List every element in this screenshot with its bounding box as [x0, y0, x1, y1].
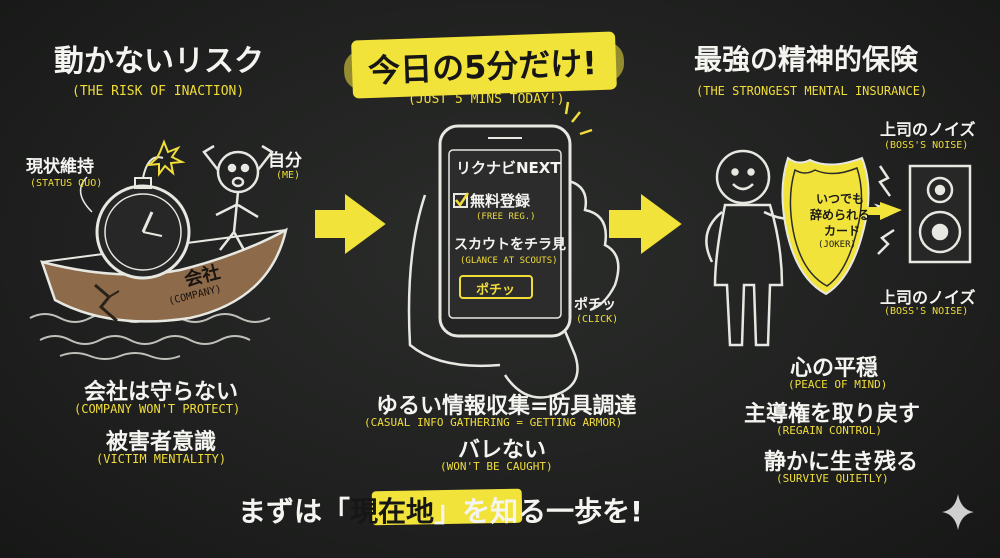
status-quo-label: 現状維持	[26, 157, 94, 177]
free-reg-en: (FREE REG.)	[476, 212, 536, 222]
right-subtitle: (THE STRONGEST MENTAL INSURANCE)	[696, 84, 928, 98]
bottom-part1: まずは	[238, 495, 323, 528]
scouts-label: スカウトをチラ見	[454, 237, 566, 253]
stick-figure-icon	[202, 144, 274, 251]
center-title: 今日の5分だけ!	[367, 44, 598, 90]
boss-noise-top-en: (BOSS'S NOISE)	[884, 140, 969, 151]
sparkle-lines	[564, 101, 593, 136]
arrow-right-icon	[315, 194, 386, 254]
speaker-icon	[908, 164, 972, 264]
left-subtitle: (THE RISK OF INACTION)	[72, 84, 245, 99]
shield-line3: カード	[824, 224, 861, 238]
smartphone-icon	[438, 124, 572, 338]
right-line1: 心の平穏	[790, 356, 879, 381]
bottom-bracket-open: 「	[322, 495, 351, 528]
app-name: リクナビNEXT	[456, 159, 561, 177]
bottom-banner: まずは「現在地」を知る一歩を!	[238, 490, 643, 530]
right-line3-en: (SURVIVE QUIETLY)	[776, 472, 889, 485]
scouts-en: (GLANCE AT SCOUTS)	[460, 256, 558, 266]
right-line2-en: (REGAIN CONTROL)	[776, 424, 882, 437]
click-label: ポチッ	[574, 297, 616, 313]
stick-figure-icon	[705, 149, 800, 347]
boss-noise-bottom: 上司のノイズ	[880, 288, 976, 307]
center-line2: バレない	[458, 438, 547, 463]
free-reg-label: 無料登録	[470, 192, 531, 210]
left-line1: 会社は守らない	[84, 380, 239, 405]
click-en: (CLICK)	[576, 314, 619, 325]
bottom-bracket-close: 」	[434, 495, 463, 528]
shield-en: (JOKER)	[818, 240, 856, 250]
status-quo-en: (STATUS QUO)	[30, 178, 103, 189]
me-label: 自分	[268, 151, 302, 171]
arrow-right-icon	[609, 194, 682, 254]
right-line2: 主導権を取り戻す	[744, 402, 921, 427]
right-line1-en: (PEACE OF MIND)	[788, 378, 888, 391]
shield-icon	[781, 156, 870, 296]
shield-line2: 辞められる	[810, 208, 871, 222]
left-line2-en: (VICTIM MENTALITY)	[96, 452, 227, 466]
boss-noise-top: 上司のノイズ	[880, 120, 976, 139]
center-subtitle: (JUST 5 MINS TODAY!)	[408, 92, 565, 107]
shield-line1: いつでも	[816, 192, 865, 206]
center-line1-en: (CASUAL INFO GATHERING = GETTING ARMOR)	[364, 416, 623, 429]
right-title: 最強の精神的保険	[694, 43, 919, 76]
boss-noise-bottom-en: (BOSS'S NOISE)	[884, 306, 969, 317]
left-line1-en: (COMPANY WON'T PROTECT)	[74, 402, 241, 416]
left-line2: 被害者意識	[106, 430, 217, 455]
center-line2-en: (WON'T BE CAUGHT)	[440, 460, 553, 473]
arrow-left-icon	[866, 202, 902, 220]
phone-click-button[interactable]: ポチッ	[476, 283, 516, 298]
right-line3: 静かに生き残る	[764, 450, 919, 475]
me-en: (ME)	[276, 170, 301, 181]
left-title: 動かないリスク	[54, 44, 264, 79]
bomb-icon	[79, 139, 191, 280]
bottom-highlight-text: 現在地	[350, 495, 435, 528]
center-line1: ゆるい情報収集=防具調達	[376, 394, 637, 419]
sparkle-icon	[942, 494, 974, 530]
bottom-part2: を知る一歩を!	[462, 495, 643, 528]
